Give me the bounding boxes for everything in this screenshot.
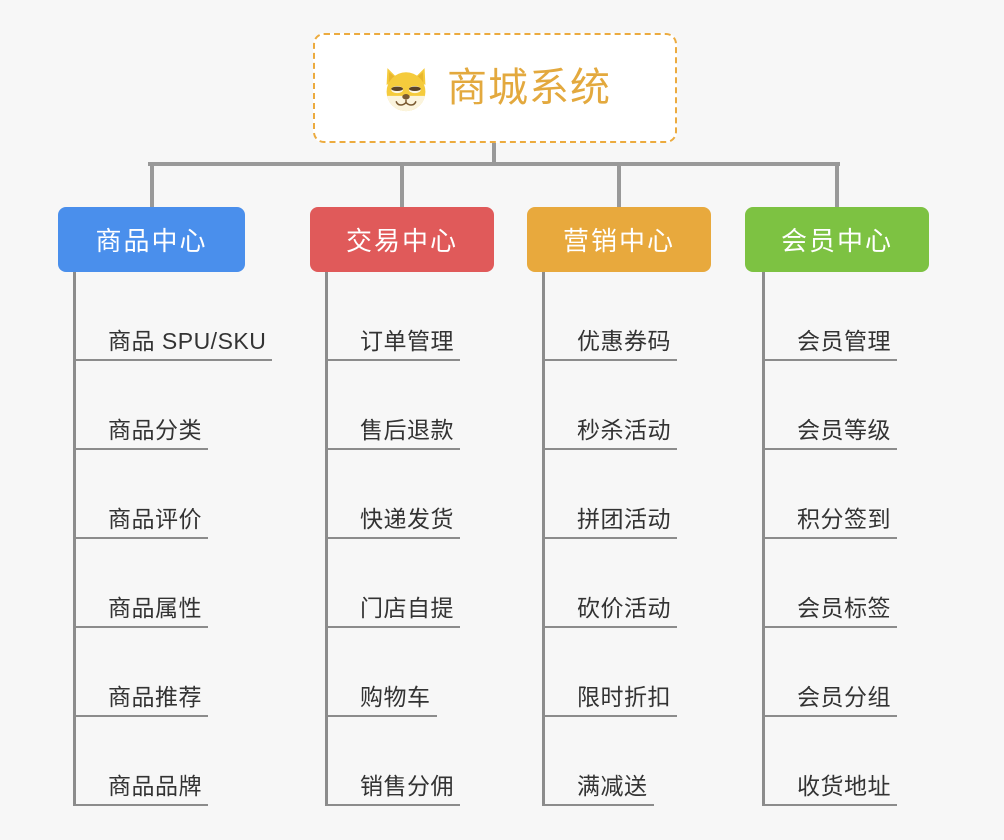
leaf-item[interactable]: 商品 SPU/SKU — [76, 272, 273, 361]
leaf-item[interactable]: 订单管理 — [328, 272, 460, 361]
leaf-item[interactable]: 售后退款 — [328, 361, 460, 450]
leaf-item[interactable]: 商品属性 — [76, 539, 208, 628]
leaf-spine-2 — [325, 272, 328, 806]
leaf-item[interactable]: 积分签到 — [765, 450, 897, 539]
leaf-item-label: 商品属性 — [76, 595, 208, 628]
connector-root-stem — [492, 143, 496, 165]
leaf-item-label: 快递发货 — [328, 506, 460, 539]
leaf-item-label: 拼团活动 — [545, 506, 677, 539]
leaf-item-label: 会员等级 — [765, 417, 897, 450]
leaf-item[interactable]: 秒杀活动 — [545, 361, 677, 450]
leaf-item-label: 销售分佣 — [328, 773, 460, 806]
leaf-item[interactable]: 会员标签 — [765, 539, 897, 628]
leaf-item[interactable]: 购物车 — [328, 628, 437, 717]
connector-drop-2 — [400, 162, 404, 208]
leaf-item[interactable]: 优惠券码 — [545, 272, 677, 361]
leaf-item[interactable]: 会员管理 — [765, 272, 897, 361]
leaf-item[interactable]: 商品分类 — [76, 361, 208, 450]
connector-drop-3 — [617, 162, 621, 208]
leaf-item-label: 限时折扣 — [545, 684, 677, 717]
leaf-item-label: 砍价活动 — [545, 595, 677, 628]
leaf-spine-1 — [73, 272, 76, 806]
leaf-item[interactable]: 砍价活动 — [545, 539, 677, 628]
connector-drop-4 — [835, 162, 839, 208]
leaf-item-label: 商品 SPU/SKU — [76, 328, 273, 361]
category-header-4[interactable]: 会员中心 — [745, 207, 929, 272]
leaf-item[interactable]: 会员分组 — [765, 628, 897, 717]
leaf-item[interactable]: 满减送 — [545, 717, 654, 806]
connector-horizontal-bus — [148, 162, 840, 166]
root-node[interactable]: 商城系统 — [313, 33, 677, 143]
leaf-item-label: 订单管理 — [328, 328, 460, 361]
leaf-item[interactable]: 快递发货 — [328, 450, 460, 539]
shiba-inu-icon — [379, 63, 433, 117]
leaf-item-label: 售后退款 — [328, 417, 460, 450]
category-header-3[interactable]: 营销中心 — [527, 207, 711, 272]
leaf-spine-3 — [542, 272, 545, 806]
category-header-1[interactable]: 商品中心 — [58, 207, 245, 272]
leaf-item-label: 收货地址 — [765, 773, 897, 806]
leaf-item-label: 积分签到 — [765, 506, 897, 539]
leaf-item-label: 会员分组 — [765, 684, 897, 717]
leaf-item-label: 商品评价 — [76, 506, 208, 539]
leaf-item[interactable]: 会员等级 — [765, 361, 897, 450]
leaf-item-label: 门店自提 — [328, 595, 460, 628]
leaf-item[interactable]: 商品评价 — [76, 450, 208, 539]
leaf-item-label: 商品品牌 — [76, 773, 208, 806]
leaf-item[interactable]: 商品品牌 — [76, 717, 208, 806]
leaf-item[interactable]: 限时折扣 — [545, 628, 677, 717]
leaf-item-label: 商品推荐 — [76, 684, 208, 717]
leaf-item-label: 秒杀活动 — [545, 417, 677, 450]
leaf-item-label: 商品分类 — [76, 417, 208, 450]
leaf-item[interactable]: 商品推荐 — [76, 628, 208, 717]
leaf-item-label: 优惠券码 — [545, 328, 677, 361]
leaf-item-label: 购物车 — [328, 684, 437, 717]
connector-drop-1 — [149, 162, 154, 208]
leaf-item-label: 满减送 — [545, 773, 654, 806]
leaf-item-label: 会员标签 — [765, 595, 897, 628]
leaf-item[interactable]: 门店自提 — [328, 539, 460, 628]
leaf-item-label: 会员管理 — [765, 328, 897, 361]
category-header-2[interactable]: 交易中心 — [310, 207, 494, 272]
leaf-item[interactable]: 收货地址 — [765, 717, 897, 806]
root-title: 商城系统 — [447, 66, 611, 110]
leaf-spine-4 — [762, 272, 765, 806]
leaf-item[interactable]: 销售分佣 — [328, 717, 460, 806]
leaf-item[interactable]: 拼团活动 — [545, 450, 677, 539]
